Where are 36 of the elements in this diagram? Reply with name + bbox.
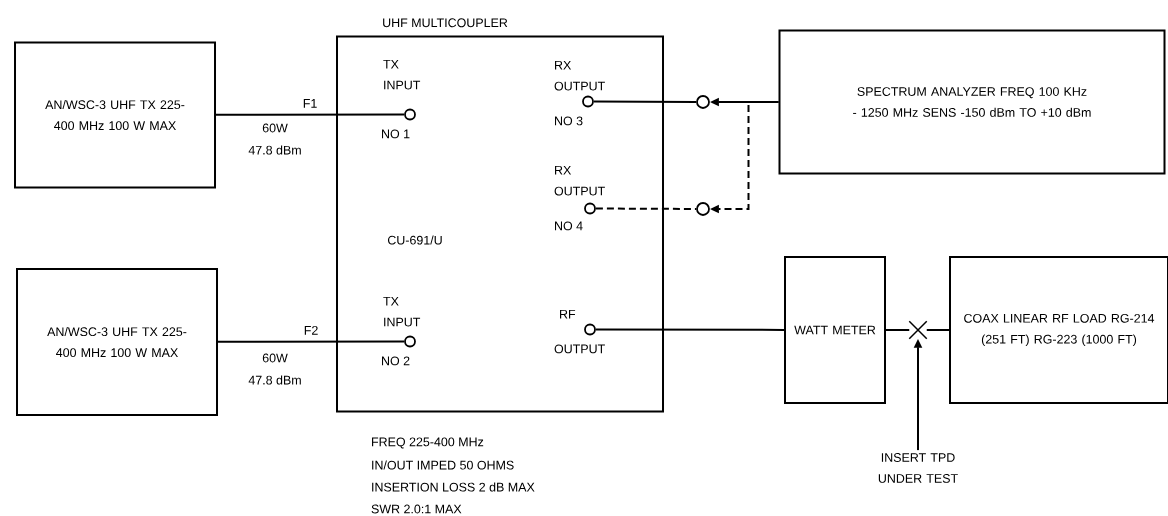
cross-mark bbox=[908, 320, 928, 340]
equipment-box: AN/WSC-3 UHF TX 225-400 MHz 100 W MAX bbox=[14, 41, 216, 189]
edge-label: F1 bbox=[301, 98, 319, 109]
port-label: TX INPUT bbox=[383, 59, 421, 90]
connector-line bbox=[885, 329, 911, 331]
port-label: RF bbox=[560, 309, 576, 319]
port-label: TX INPUT bbox=[383, 296, 421, 327]
equipment-box: COAX LINEAR RF LOAD RG-214 (251 FT) RG-223 (1000 FT) bbox=[949, 256, 1168, 404]
equipment-box: WATT METER bbox=[784, 256, 886, 404]
box-title: UHF MULTICOUPLER bbox=[383, 18, 508, 28]
port-label: RX OUTPUT bbox=[554, 165, 605, 196]
port-label: NO 4 bbox=[555, 221, 583, 231]
connector-line bbox=[215, 113, 406, 116]
port-label: NO 3 bbox=[555, 116, 583, 126]
line-spec: 47.8 dBm bbox=[248, 375, 301, 385]
spec-text: IN/OUT IMPED 50 OHMS bbox=[372, 460, 514, 470]
edge-label: F2 bbox=[302, 324, 320, 336]
line-spec: 60W bbox=[262, 123, 288, 133]
line-spec: 47.8 dBm bbox=[248, 145, 301, 155]
equipment-label: CU-691/U bbox=[387, 235, 442, 245]
port-label: OUTPUT bbox=[554, 344, 605, 354]
line-spec: 60W bbox=[262, 353, 288, 363]
connector-line bbox=[217, 340, 406, 343]
port-label: RX OUTPUT bbox=[554, 60, 605, 91]
spec-text: FREQ 225-400 MHz bbox=[372, 437, 484, 449]
spec-text: INSERTION LOSS 2 dB MAX bbox=[372, 482, 535, 492]
note-text: INSERT TPD UNDER TEST bbox=[878, 453, 958, 483]
equipment-box: AN/WSC-3 UHF TX 225-400 MHz 100 W MAX bbox=[16, 268, 218, 416]
equipment-box: SPECTRUM ANALYZER FREQ 100 KHz - 1250 MHz SENS -150 dBm TO +10 dBm bbox=[778, 29, 1166, 175]
connector-line bbox=[594, 328, 785, 331]
connector-line bbox=[594, 207, 698, 210]
port-label: NO 2 bbox=[382, 356, 410, 366]
port-label: NO 1 bbox=[382, 129, 410, 139]
connector-line bbox=[592, 100, 698, 103]
spec-text: SWR 2.0:1 MAX bbox=[371, 504, 462, 514]
connector-line bbox=[925, 329, 950, 331]
